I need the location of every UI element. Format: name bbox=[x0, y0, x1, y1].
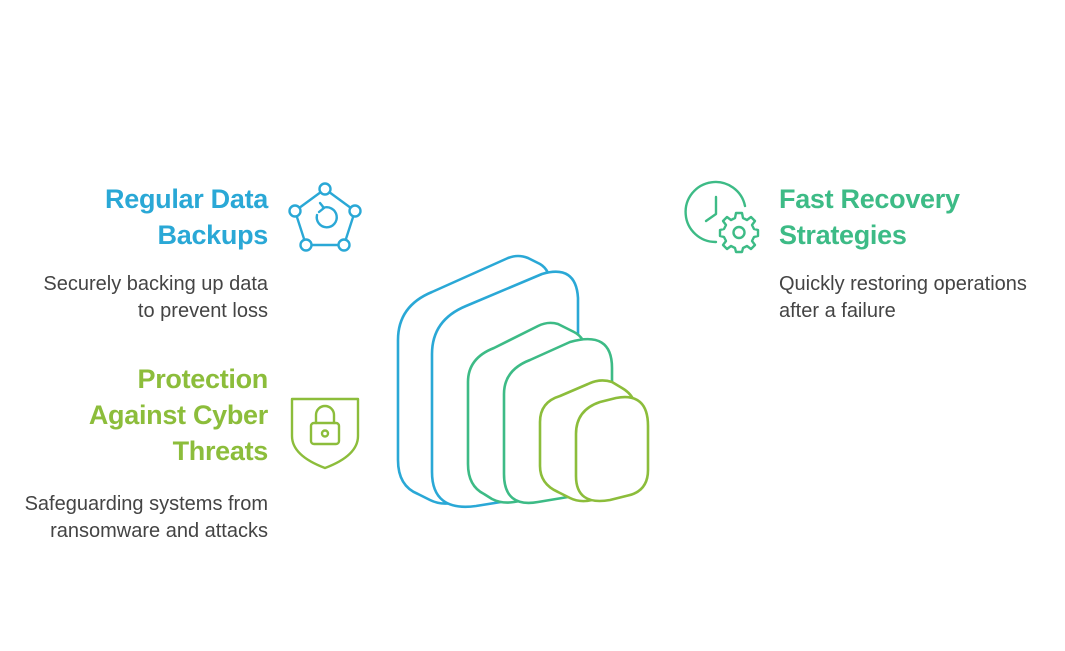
protection-title: Protection Against Cyber Threats bbox=[88, 364, 268, 466]
recovery-title: Fast Recovery Strategies bbox=[779, 184, 960, 250]
shield-lock-icon bbox=[290, 397, 360, 470]
clock-gear-icon bbox=[684, 180, 760, 254]
backups-description: Securely backing up data to prevent loss bbox=[43, 273, 268, 322]
network-refresh-icon bbox=[288, 182, 362, 252]
layered-squares-illustration bbox=[396, 254, 650, 509]
backups-title: Regular Data Backups bbox=[105, 184, 268, 250]
green-layer-front bbox=[574, 395, 650, 503]
recovery-description: Quickly restoring operations after a fai… bbox=[779, 273, 1027, 322]
protection-description: Safeguarding systems from ransomware and… bbox=[24, 493, 268, 542]
